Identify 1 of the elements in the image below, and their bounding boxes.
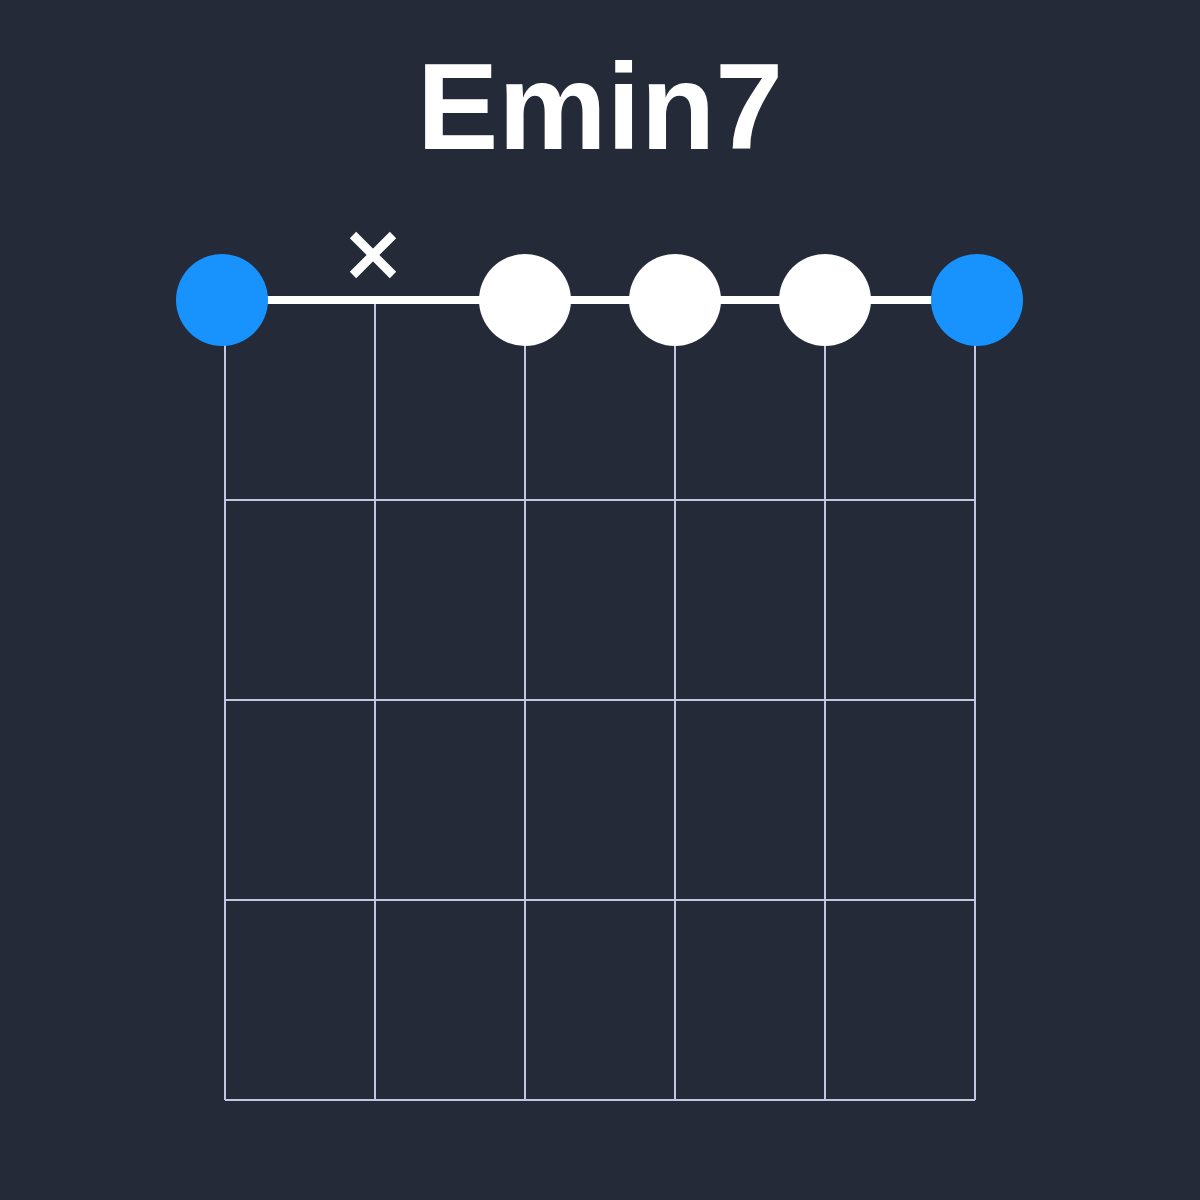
chord-title: Emin7 — [416, 45, 784, 169]
